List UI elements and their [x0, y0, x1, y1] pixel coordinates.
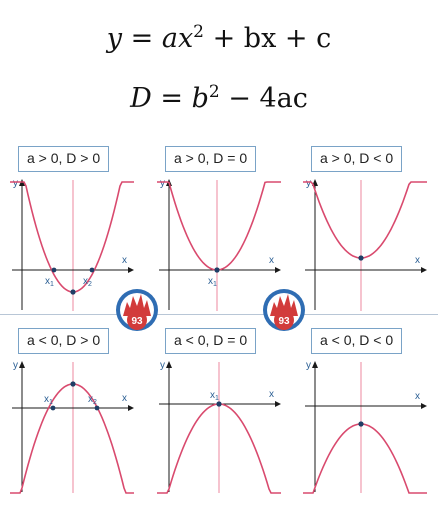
- logo-number: 93: [278, 316, 290, 327]
- formula-eq: =: [122, 23, 162, 54]
- case-label: a > 0, D < 0: [311, 146, 403, 172]
- formula-rest: − 4ac: [219, 83, 308, 114]
- school-logo: 93: [262, 286, 306, 338]
- root-label: x1: [210, 390, 219, 402]
- case-label: a > 0, D > 0: [18, 146, 110, 172]
- formula-a: a: [161, 23, 178, 54]
- root-point: [89, 267, 95, 273]
- root-label: x1: [208, 276, 217, 288]
- x-axis-arrow-icon: [275, 267, 281, 273]
- parabola-curve: [303, 423, 427, 494]
- parabola-graph: xy: [303, 360, 427, 494]
- parabola-curve: [157, 181, 281, 271]
- vertex-point: [70, 289, 76, 295]
- x-axis-label: x: [415, 255, 420, 266]
- y-axis-label: y: [306, 178, 311, 189]
- x-axis-label: x: [415, 391, 420, 402]
- parabola-graph: x y x1 x2: [10, 360, 134, 494]
- parabola-curve: [10, 181, 134, 293]
- root-point: [214, 267, 220, 273]
- row-divider: [0, 314, 438, 315]
- root-label: x1: [45, 276, 54, 288]
- vertex-point: [358, 255, 364, 261]
- parabola-graph: x y x1 x2: [10, 178, 134, 311]
- case-label: a < 0, D = 0: [165, 328, 257, 354]
- formula-rest: + bx + c: [204, 23, 332, 54]
- formula-exponent: 2: [208, 82, 220, 102]
- y-axis-arrow-icon: [312, 361, 318, 368]
- graph-panel-a-pos-d-pos: a > 0, D > 0 x y x1 x2: [10, 146, 140, 311]
- root-point: [216, 401, 222, 407]
- school-logo: 93: [115, 286, 159, 338]
- formula-exponent: 2: [193, 22, 204, 42]
- y-axis-arrow-icon: [166, 361, 172, 368]
- y-axis-label: y: [13, 178, 18, 189]
- root-label: x2: [83, 276, 92, 288]
- root-point: [50, 405, 56, 411]
- root-label: x1: [44, 394, 53, 406]
- parabola-curve: [303, 181, 427, 259]
- formula-y: y: [106, 23, 123, 54]
- x-axis-arrow-icon: [421, 403, 427, 409]
- formula-eq: =: [151, 83, 192, 114]
- y-axis-label: y: [160, 178, 165, 189]
- x-axis-label: x: [269, 389, 274, 400]
- graph-panel-a-pos-d-zero: a > 0, D = 0 x y x1: [157, 146, 287, 311]
- parabola-curve: [10, 383, 134, 494]
- root-point: [94, 405, 100, 411]
- y-axis-arrow-icon: [19, 361, 25, 368]
- case-label: a < 0, D > 0: [18, 328, 110, 354]
- logo-emblem-icon: 93: [116, 289, 158, 331]
- x-axis-arrow-icon: [275, 401, 281, 407]
- y-axis-label: y: [13, 360, 18, 371]
- y-axis-label: y: [160, 360, 165, 371]
- x-axis-arrow-icon: [421, 267, 427, 273]
- x-axis-label: x: [122, 393, 127, 404]
- x-axis-arrow-icon: [128, 405, 134, 411]
- root-label: x2: [88, 394, 97, 406]
- case-label: a < 0, D < 0: [311, 328, 403, 354]
- vertex-point: [358, 421, 364, 427]
- vertex-point: [70, 381, 76, 387]
- formula-x: x: [177, 23, 194, 54]
- parabola-graph: xy: [303, 178, 427, 311]
- y-axis-label: y: [306, 360, 311, 371]
- formula-b: b: [191, 83, 209, 114]
- parabola-graph: x y x1: [157, 178, 281, 311]
- case-label: a > 0, D = 0: [165, 146, 257, 172]
- formula-discriminant: D = b2 − 4ac: [0, 82, 438, 114]
- formula-quadratic: y = ax2 + bx + c: [0, 22, 438, 54]
- graph-panel-a-neg-d-zero: a < 0, D = 0 x y x1: [157, 328, 287, 494]
- x-axis-label: x: [269, 255, 274, 266]
- x-axis-arrow-icon: [128, 267, 134, 273]
- root-point: [51, 267, 57, 273]
- formula-D: D: [130, 83, 152, 114]
- x-axis-label: x: [122, 255, 127, 266]
- graph-panel-a-neg-d-pos: a < 0, D > 0 x y x1 x2: [10, 328, 140, 494]
- logo-emblem-icon: 93: [263, 289, 305, 331]
- logo-number: 93: [131, 316, 143, 327]
- parabola-graph: x y x1: [157, 360, 281, 494]
